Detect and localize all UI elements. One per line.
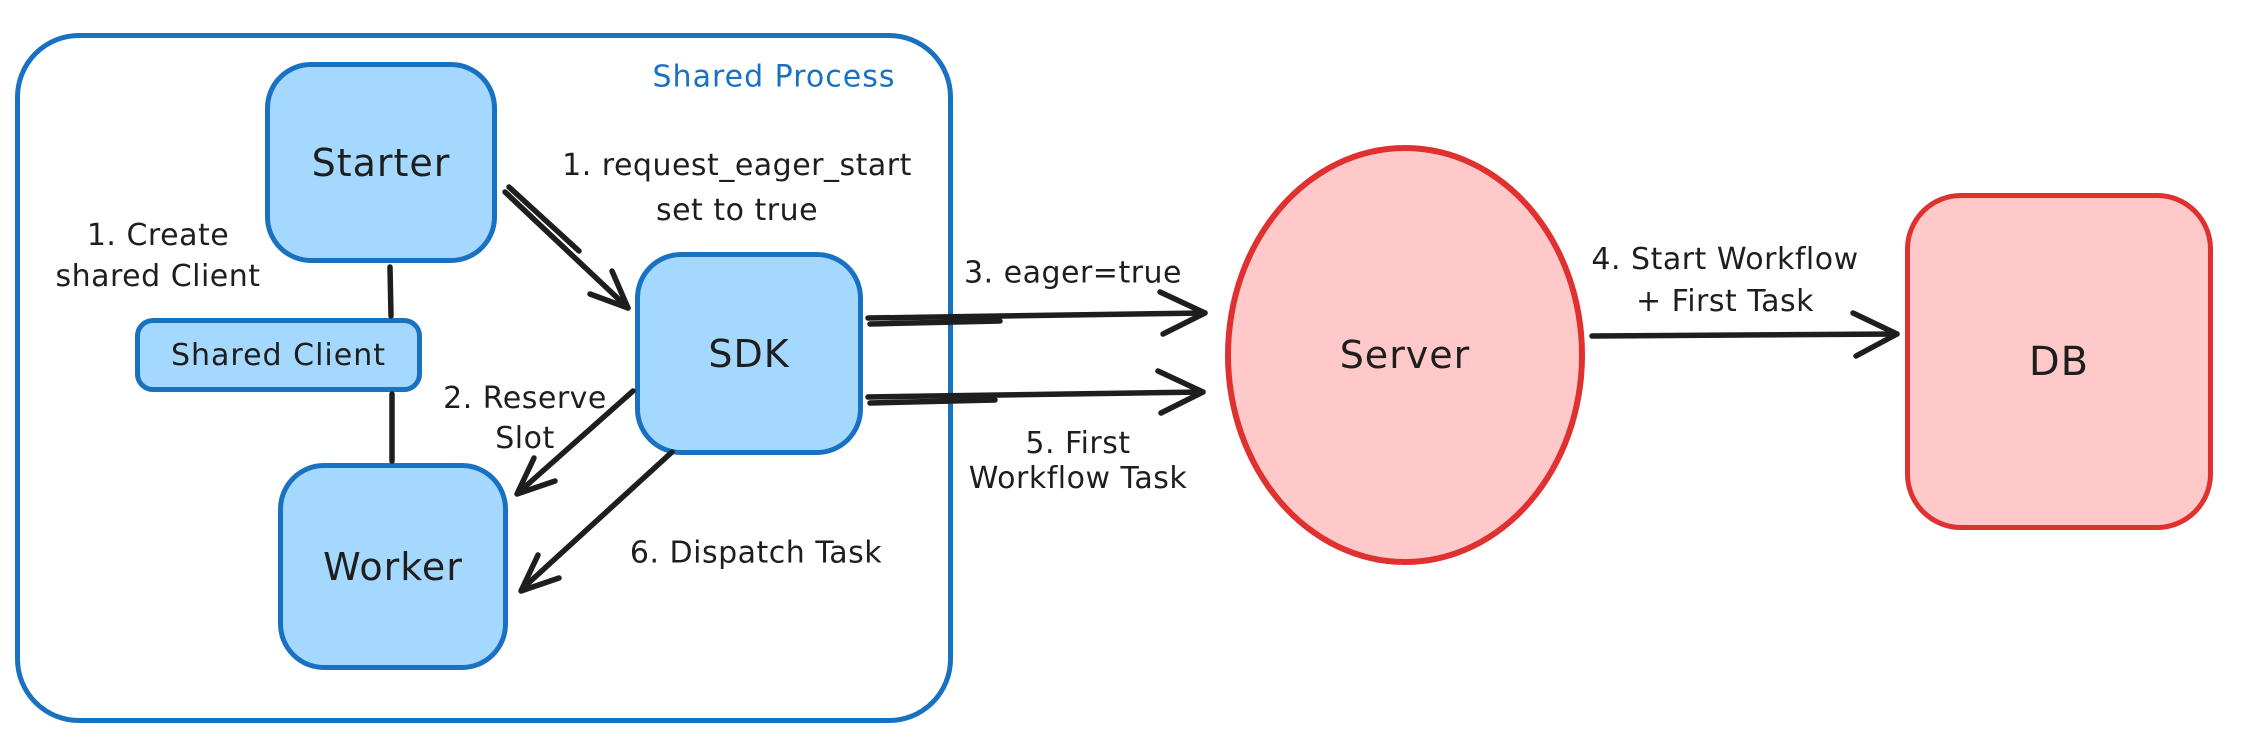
node-sdk-label: SDK (708, 331, 790, 376)
shared-process-container (15, 33, 953, 723)
annotation-request-eager-start: 1. request_eager_start set to true (562, 143, 912, 233)
node-server-label: Server (1339, 333, 1471, 377)
annotation-line: set to true (655, 193, 819, 228)
node-worker-label: Worker (323, 544, 463, 589)
arrow-server-to-db (1589, 331, 1900, 339)
node-db: DB (1905, 193, 2213, 530)
node-shared-client-label: Shared Client (170, 337, 386, 373)
node-db-label: DB (2028, 338, 2090, 385)
node-sdk: SDK (635, 252, 863, 455)
annotation-eager-true: 3. eager=true (964, 253, 1182, 294)
arrowhead-sdk-to-server-eager (1157, 289, 1208, 337)
annotation-line: 3. eager=true (963, 255, 1183, 291)
arrowhead-sdk-to-server-first-task (1155, 368, 1206, 416)
annotation-line: 5. First (1025, 426, 1131, 461)
annotation-line: Slot (495, 421, 555, 456)
node-starter-label: Starter (311, 140, 451, 185)
annotation-line: + First Task (1635, 284, 1815, 319)
annotation-line: 4. Start Workflow (1591, 242, 1859, 277)
annotation-line: 1. request_eager_start (562, 148, 912, 183)
arrowhead-server-to-db (1850, 310, 1900, 359)
annotation-line: Workflow Task (968, 461, 1188, 496)
annotation-line: 6. Dispatch Task (629, 535, 883, 571)
annotation-line: 1. Create (86, 218, 230, 253)
node-starter: Starter (265, 62, 497, 263)
annotation-line: shared Client (55, 259, 261, 294)
annotation-create-shared-client: 1. Create shared Client (55, 215, 260, 297)
annotation-first-workflow-task: 5. First Workflow Task (969, 426, 1188, 496)
shared-process-label: Shared Process (652, 59, 896, 95)
annotation-start-workflow-first-task: 4. Start Workflow + First Task (1591, 239, 1858, 323)
annotation-dispatch-task: 6. Dispatch Task (630, 533, 882, 574)
annotation-line: 2. Reserve (443, 381, 607, 416)
node-server: Server (1225, 145, 1585, 565)
node-shared-client: Shared Client (135, 318, 422, 392)
annotation-reserve-slot: 2. Reserve Slot (443, 379, 607, 459)
node-worker: Worker (278, 463, 508, 670)
